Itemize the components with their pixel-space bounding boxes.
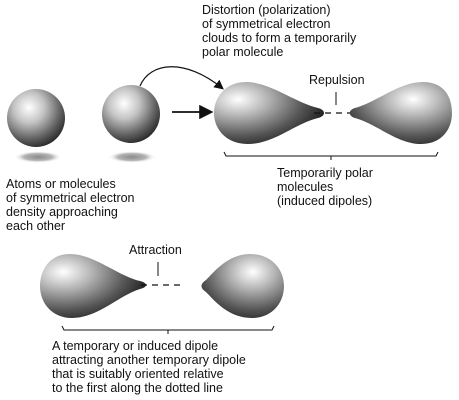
dipole-molecule-1	[214, 82, 324, 144]
symmetric-sphere-2	[102, 85, 160, 143]
attracting-dipole-1	[40, 254, 146, 318]
repulsion-label: Repulsion	[309, 73, 365, 87]
attraction-label: Attraction	[129, 243, 182, 257]
approaching-caption: Atoms or molecules of symmetrical electr…	[6, 177, 135, 233]
distortion-curved-arrow	[139, 66, 224, 90]
attracting-dipole-2	[201, 254, 284, 318]
symmetric-sphere-1	[7, 89, 65, 147]
dipole-molecule-2	[349, 82, 452, 144]
attracting-pair-bracket	[61, 325, 275, 334]
sphere-shadow-2	[108, 151, 156, 163]
dipole-pair-bracket	[223, 151, 439, 160]
distortion-caption: Distortion (polarization) of symmetrical…	[202, 3, 357, 59]
sphere-shadow-1	[14, 151, 62, 163]
temporarily-polar-caption: Temporarily polar molecules (induced dip…	[277, 166, 373, 208]
induced-dipole-caption: A temporary or induced dipole attracting…	[52, 339, 246, 395]
